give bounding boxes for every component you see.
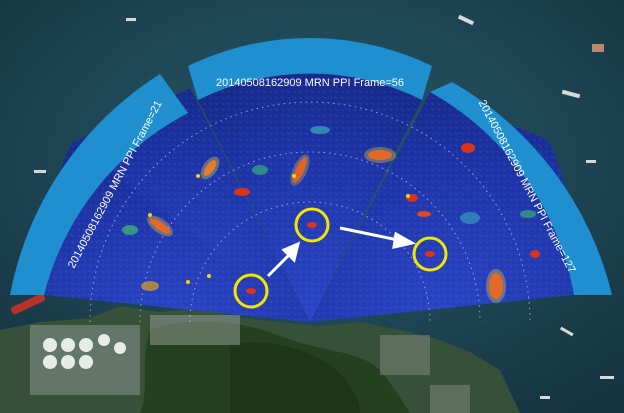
arrow-21-to-56 xyxy=(266,252,292,278)
range-rings xyxy=(89,101,531,323)
target-circle-frame-56 xyxy=(294,207,330,243)
radar-panel-center xyxy=(198,73,422,322)
coastline-land xyxy=(0,306,520,413)
target-circles xyxy=(233,207,448,309)
label-band-right xyxy=(430,82,612,295)
label-band-left xyxy=(10,74,188,295)
arrow-56-to-127 xyxy=(339,226,399,242)
track-markers xyxy=(148,174,410,284)
target-circle-frame-21 xyxy=(233,273,269,309)
label-band-center xyxy=(188,38,432,100)
tanker-ship xyxy=(10,293,46,315)
movement-arrows xyxy=(266,226,417,278)
target-echoes xyxy=(246,222,435,294)
panel-label-frame-56: 20140508162909 MRN PPI Frame=56 xyxy=(216,77,404,89)
target-circle-frame-127 xyxy=(412,236,448,272)
